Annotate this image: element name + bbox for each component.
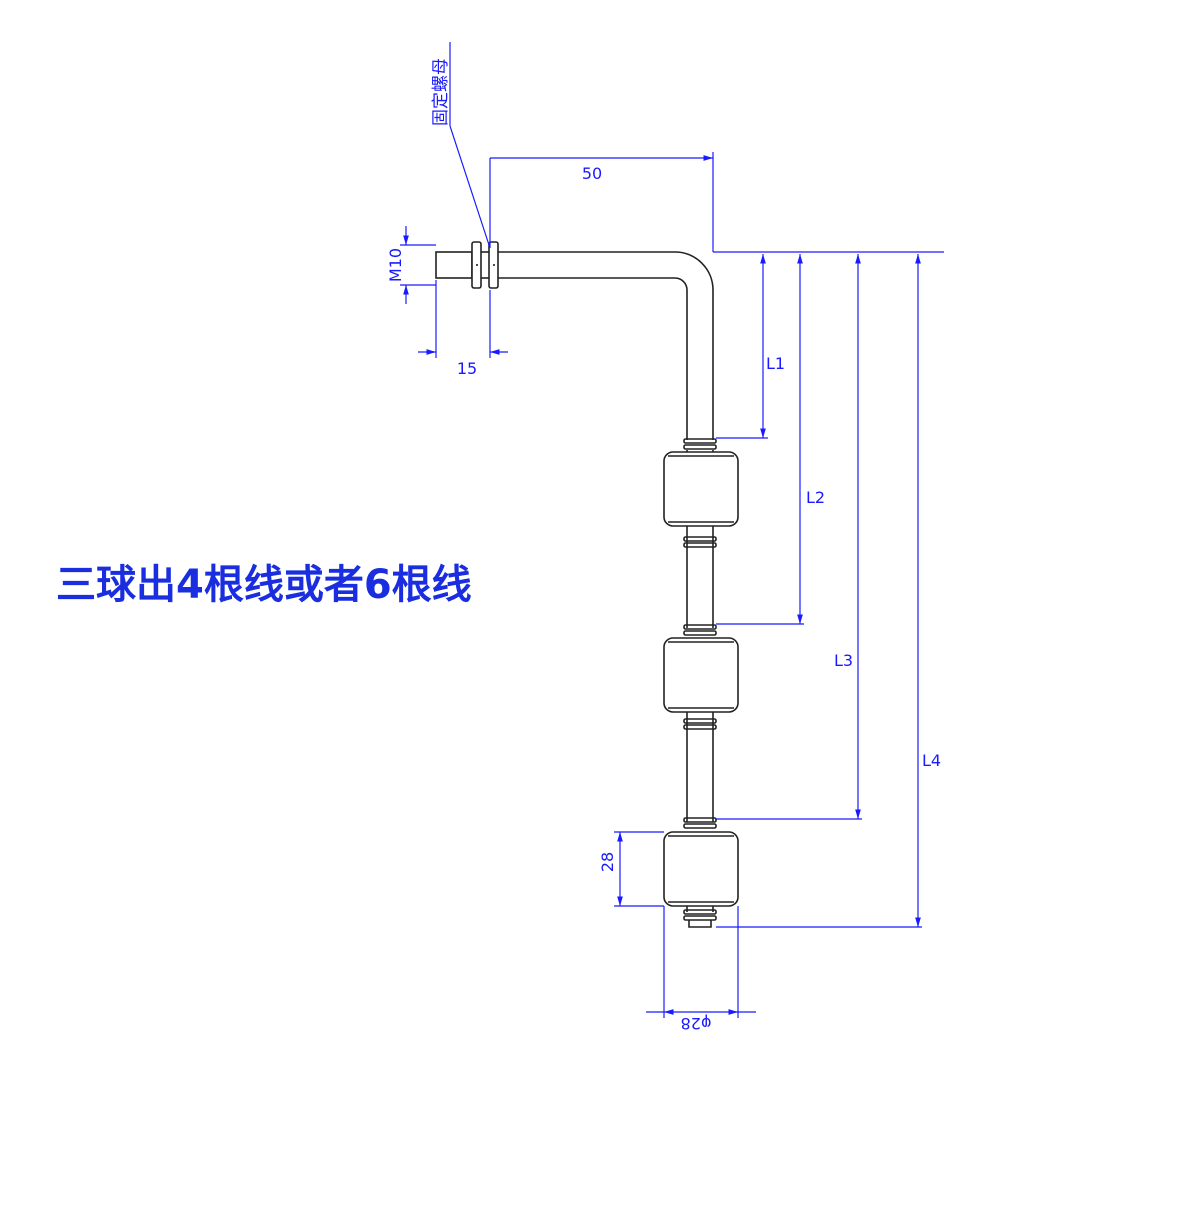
dimension-l4-label: L4 <box>922 751 941 770</box>
dimension-50-label: 50 <box>582 164 602 183</box>
dimension-l3-label: L3 <box>834 651 853 670</box>
float-3 <box>663 831 739 907</box>
dimension-diameter-label: φ28 <box>681 1014 712 1033</box>
dimensions <box>400 42 944 1018</box>
dimension-m10-label: M10 <box>386 248 405 282</box>
dimension-15-label: 15 <box>457 359 477 378</box>
float-1 <box>663 451 739 527</box>
fixing-nut-label: 固定螺母 <box>431 58 451 126</box>
float-switch-assembly <box>435 241 739 928</box>
float-2 <box>663 637 739 713</box>
caption-text: 三球出4根线或者6根线 <box>56 562 472 608</box>
dimension-l1-label: L1 <box>766 354 785 373</box>
dimension-l2-label: L2 <box>806 488 825 507</box>
dimension-28-label: 28 <box>598 852 617 872</box>
thread-end <box>435 251 473 279</box>
